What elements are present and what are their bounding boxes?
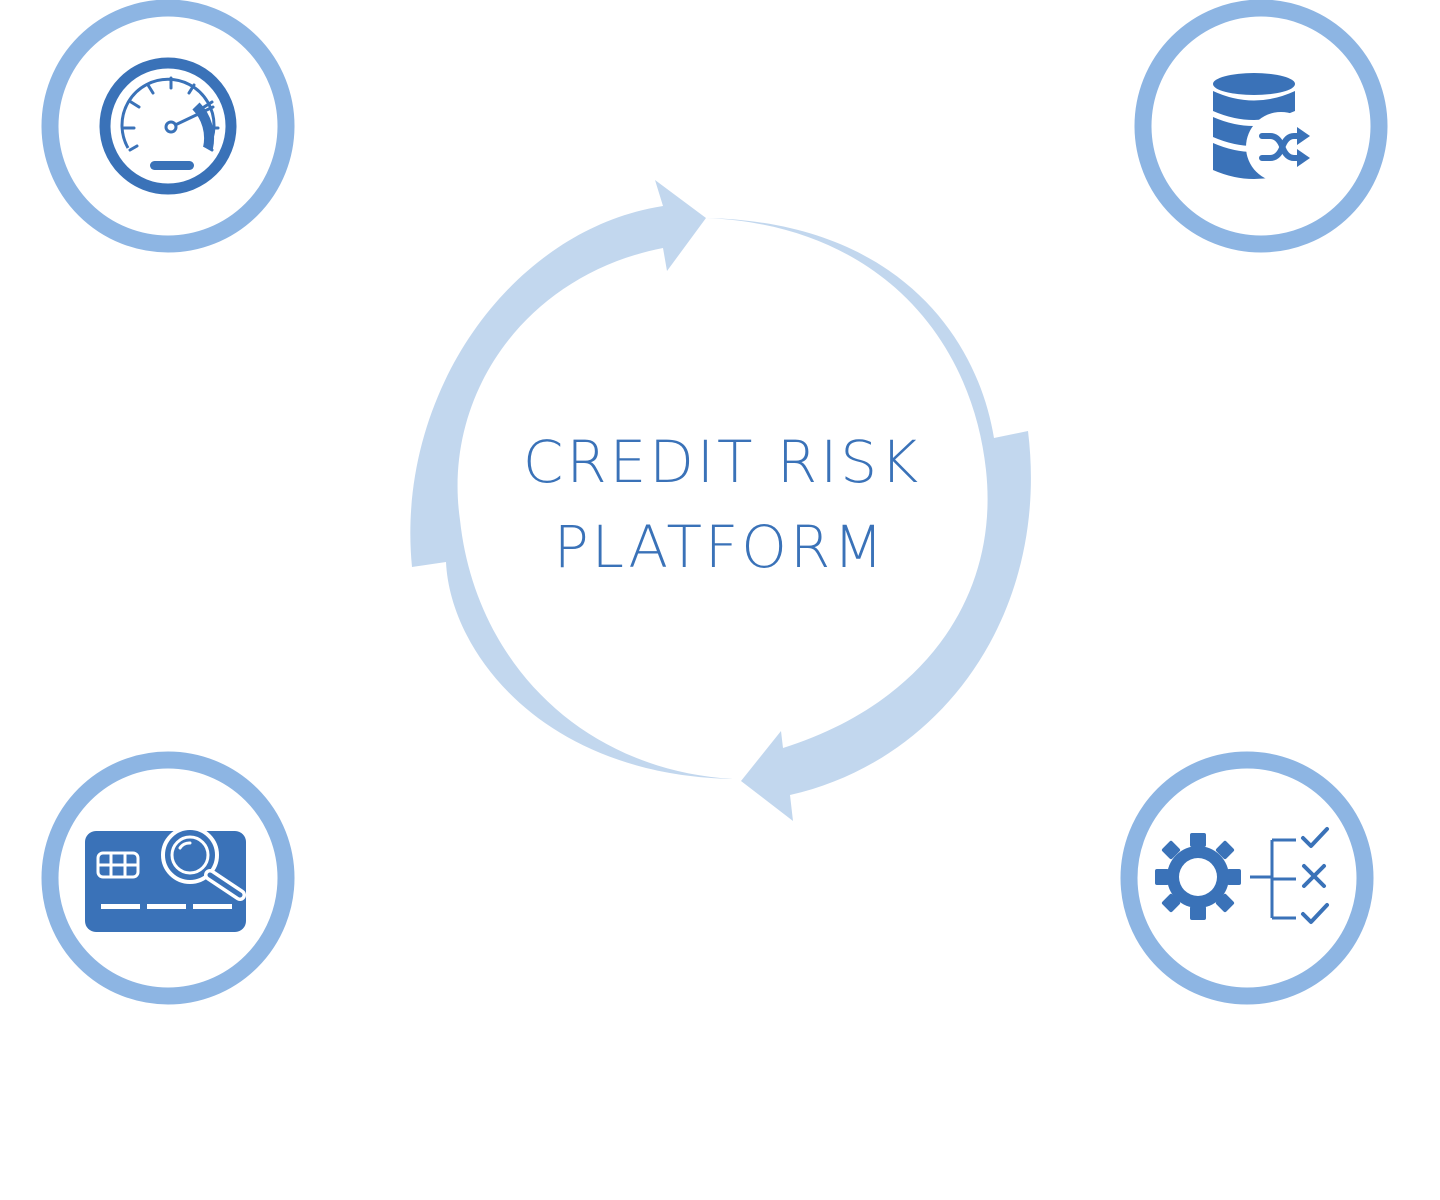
center-title-line2: PLATFORM	[554, 513, 887, 581]
gear-checklist-ring	[1120, 751, 1374, 1005]
speedometer-badge	[41, 0, 295, 253]
center-title-line1: CREDIT RISK	[523, 428, 921, 496]
gear-checklist-icon	[1155, 827, 1329, 924]
cycle-arrow-lower-right	[706, 218, 1031, 821]
cycle-arrow-upper-left	[410, 180, 733, 779]
cycle-arrows	[410, 180, 1031, 821]
database-badge	[1134, 0, 1388, 253]
gear-checklist-badge	[1120, 751, 1374, 1005]
credit-card-badge	[41, 751, 295, 1005]
credit-card-search-icon	[85, 826, 246, 932]
database-shuffle-icon	[1213, 73, 1316, 182]
speedometer-icon	[99, 57, 237, 195]
